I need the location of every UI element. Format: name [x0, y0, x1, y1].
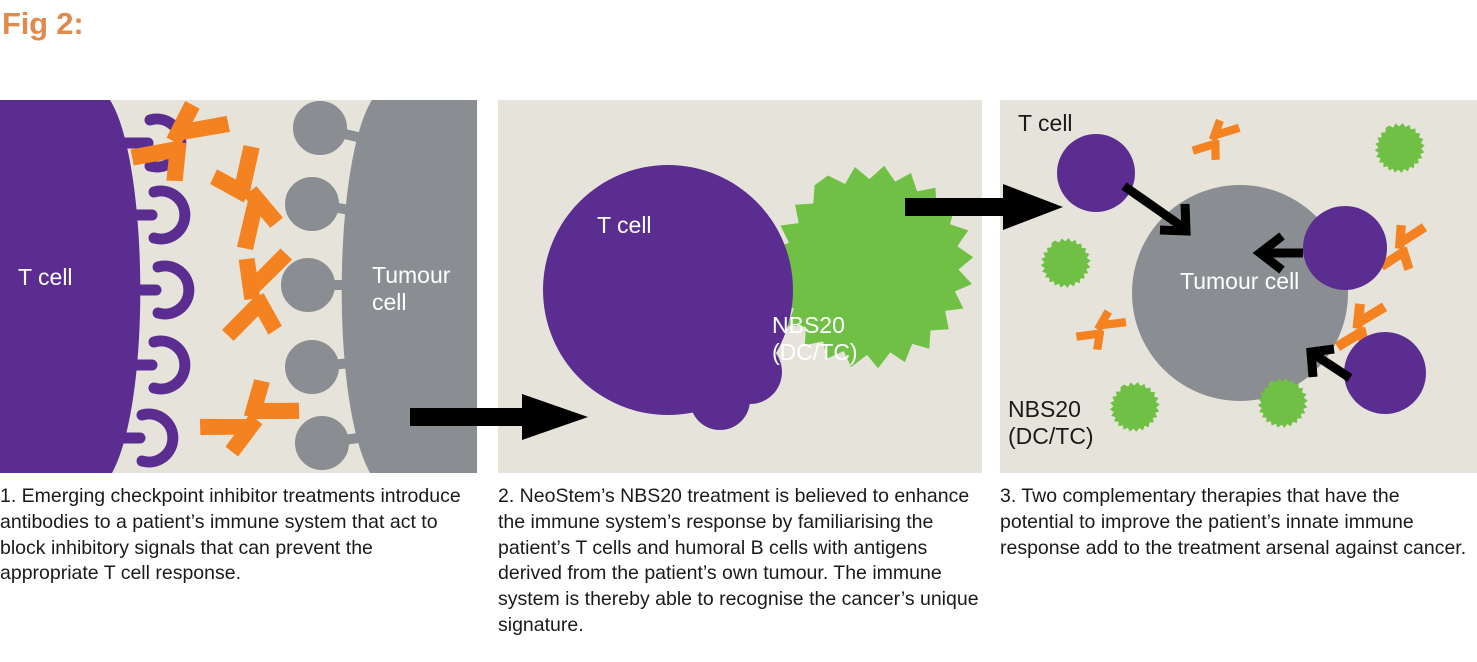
antibody	[221, 248, 293, 341]
t-cell-bulge	[690, 370, 750, 430]
t-cell-receptor	[114, 335, 191, 395]
panel-2-nbs20-treatment	[498, 100, 982, 473]
nbs20-cell	[1040, 238, 1091, 288]
tumour-cell-shape	[341, 100, 477, 473]
nbs20-cell	[1109, 382, 1160, 432]
t-cell-receptor	[118, 260, 195, 320]
tumour-cell-receptors	[281, 101, 377, 470]
panel-2-caption: 2. NeoStem’s NBS20 treatment is believed…	[498, 485, 979, 636]
tumour-receptor	[285, 177, 367, 231]
antibodies	[1075, 118, 1428, 353]
tumour-receptor	[293, 101, 375, 155]
panel-1-caption: 1. Emerging checkpoint inhibitor treatme…	[0, 485, 461, 585]
t-cell-shape	[1057, 134, 1135, 212]
antibody	[199, 379, 300, 457]
attack-arrow	[1121, 182, 1191, 236]
antibody	[1378, 223, 1428, 271]
nbs20-cells	[1040, 123, 1425, 432]
nbs20-cell-shape	[770, 165, 974, 369]
antibody	[1075, 309, 1127, 350]
t-cell-shape	[0, 100, 141, 473]
t-cell-receptor	[114, 185, 191, 245]
attack-arrow	[1252, 232, 1303, 274]
tumour-receptor	[295, 416, 377, 470]
attack-arrows	[1121, 182, 1353, 382]
antibody	[130, 100, 230, 182]
panel-2-illustration	[543, 165, 974, 430]
figure-title: Fig 2:	[2, 6, 84, 41]
t-cell-shape	[1344, 332, 1426, 414]
panel-3-caption: 3. Two complementary therapies that have…	[1000, 485, 1467, 559]
panel-1-illustration	[0, 100, 477, 473]
panel-3-combined-therapy	[1000, 100, 1477, 473]
tumour-cell-shape	[1132, 185, 1348, 401]
t-cells	[1057, 134, 1426, 414]
antibodies	[130, 100, 300, 457]
t-cell-receptors	[102, 113, 195, 468]
t-cell-shape	[1303, 206, 1387, 290]
tumour-receptor	[281, 258, 363, 312]
t-cell-receptor	[102, 408, 179, 468]
nbs20-cell	[1374, 123, 1425, 173]
panel-1-checkpoint-inhibitor	[0, 100, 477, 473]
attack-arrow	[1306, 344, 1353, 382]
antibody	[210, 145, 283, 251]
nbs20-cell	[1257, 378, 1308, 428]
antibody	[1191, 118, 1241, 161]
tumour-receptor	[285, 340, 367, 394]
panel-3-illustration	[1040, 118, 1428, 432]
